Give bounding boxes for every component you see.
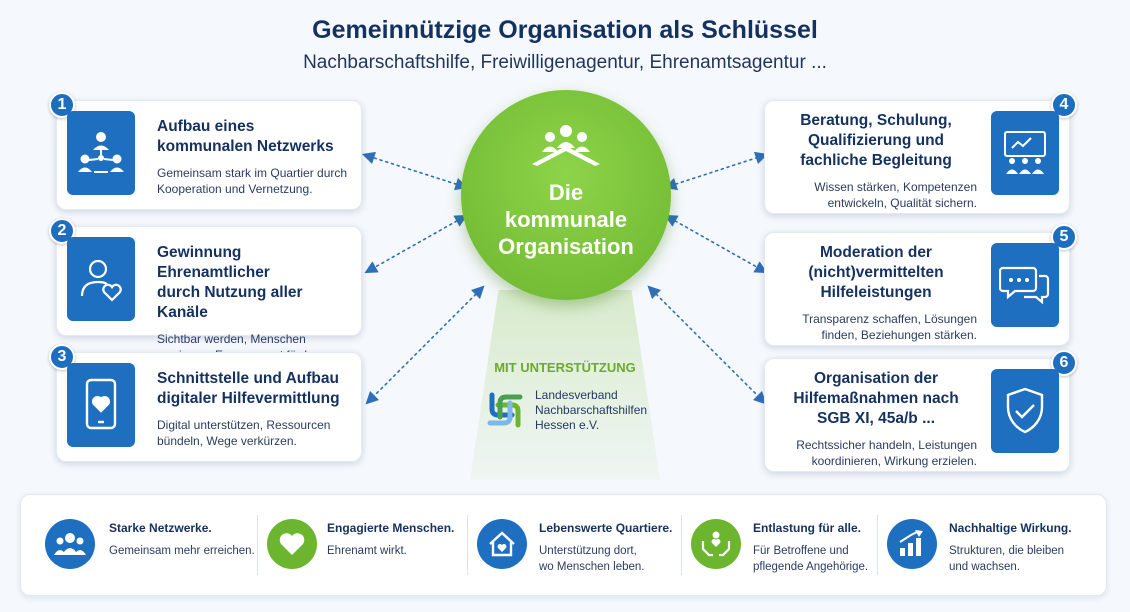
heart-icon — [267, 519, 317, 569]
benefit-item: Starke Netzwerke. Gemeinsam mehr erreich… — [21, 495, 257, 595]
benefit-title: Lebenswerte Quartiere. — [539, 521, 673, 535]
benefit-text: Ehrenamt wirkt. — [327, 545, 407, 557]
connector-3 — [365, 285, 485, 405]
benefit-title: Nachhaltige Wirkung. — [949, 521, 1072, 535]
connector-1 — [361, 151, 469, 191]
benefit-item: Lebenswerte Quartiere. Unterstützung dor… — [467, 495, 681, 595]
divider — [257, 515, 258, 575]
benefit-text: Gemeinsam mehr erreichen. — [109, 545, 255, 557]
divider — [467, 515, 468, 575]
connector-2 — [364, 214, 468, 274]
benefit-item: Engagierte Menschen. Ehrenamt wirkt. — [257, 495, 467, 595]
person-heart-icon — [67, 237, 135, 321]
community-house-icon — [528, 122, 604, 173]
benefit-text: Unterstützung dort,wo Menschen leben. — [539, 545, 645, 573]
divider — [681, 515, 682, 575]
association-name: Landesverband Nachbarschaftshilfen Hesse… — [535, 388, 648, 432]
connector-6 — [647, 285, 767, 405]
benefit-title: Starke Netzwerke. — [109, 521, 212, 535]
center-label: Die kommunale Organisation — [498, 180, 634, 259]
center-glow — [470, 290, 660, 480]
shield-check-icon — [991, 369, 1059, 453]
association-logo-icon — [482, 387, 528, 438]
hands-care-icon — [691, 519, 741, 569]
presentation-board-icon — [991, 111, 1059, 195]
benefit-title: Engagierte Menschen. — [327, 521, 455, 535]
network-people-icon — [67, 111, 135, 195]
card-number: 1 — [49, 92, 75, 118]
page-title: Gemeinnützige Organisation als Schlüssel — [312, 16, 818, 44]
smartphone-heart-icon — [67, 363, 135, 447]
page-subtitle: Nachbarschaftshilfe, Freiwilligenagentur… — [303, 52, 827, 73]
connector-5 — [664, 214, 768, 274]
support-title: MIT UNTERSTÜTZUNG — [494, 360, 636, 375]
connector-4 — [663, 151, 769, 191]
house-heart-icon — [477, 519, 527, 569]
divider — [877, 515, 878, 575]
benefit-item: Nachhaltige Wirkung. Strukturen, die ble… — [877, 495, 1107, 595]
card-number: 2 — [49, 218, 75, 244]
growth-chart-icon — [887, 519, 937, 569]
group-icon — [45, 519, 95, 569]
center-circle: Die kommunale Organisation — [461, 90, 671, 300]
benefits-bar: Starke Netzwerke. Gemeinsam mehr erreich… — [20, 494, 1107, 596]
benefit-title: Entlastung für alle. — [753, 521, 862, 535]
chat-bubbles-icon — [991, 243, 1059, 327]
card-number: 5 — [1051, 224, 1077, 250]
